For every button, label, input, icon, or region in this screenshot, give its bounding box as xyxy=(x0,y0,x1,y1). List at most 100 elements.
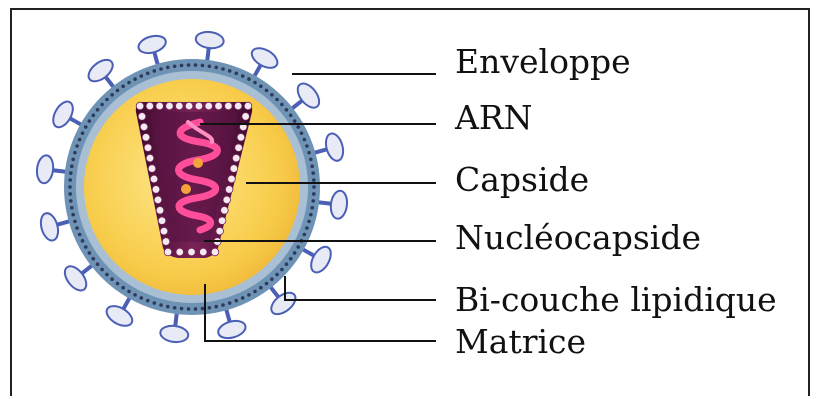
lipid-head xyxy=(127,290,131,294)
lipid-head xyxy=(68,185,72,189)
lipid-head xyxy=(71,158,75,162)
capsid-protein-bead xyxy=(225,186,233,194)
lipid-head xyxy=(289,257,293,261)
glycoprotein-spike xyxy=(85,56,117,88)
lipid-head xyxy=(285,108,289,112)
lipid-head xyxy=(187,307,191,311)
lipid-head xyxy=(247,293,251,297)
lipid-head xyxy=(311,199,315,203)
lipid-head xyxy=(221,303,225,307)
lipid-head xyxy=(84,125,88,129)
capsid-protein-bead xyxy=(185,102,193,110)
lipid-head xyxy=(159,67,163,71)
lipid-head xyxy=(208,306,212,310)
lipid-head xyxy=(259,84,263,88)
lipid-head xyxy=(296,245,300,249)
lipid-head xyxy=(307,151,311,155)
lipid-head xyxy=(173,64,177,68)
capsid-protein-bead xyxy=(242,113,250,121)
lipid-head xyxy=(110,277,114,281)
lipid-head xyxy=(312,185,316,189)
capsid-protein-bead xyxy=(221,206,229,214)
lipid-head xyxy=(105,98,109,102)
capsid-protein-bead xyxy=(162,238,170,246)
lipid-head xyxy=(88,251,92,255)
capsid-protein-bead xyxy=(205,102,213,110)
lipid-head xyxy=(70,206,74,210)
capsid-protein-bead xyxy=(225,102,233,110)
lipid-head xyxy=(253,290,257,294)
lipid-head xyxy=(78,233,82,237)
lipid-head xyxy=(280,103,284,107)
lipid-head xyxy=(75,144,79,148)
label-capside: Capside xyxy=(455,163,589,196)
lipid-head xyxy=(140,296,144,300)
lipid-head xyxy=(110,93,114,97)
lipid-head xyxy=(311,171,315,175)
lipid-head xyxy=(247,77,251,81)
capsid-protein-bead xyxy=(164,248,172,256)
capsid-protein-bead xyxy=(234,102,242,110)
lipid-head xyxy=(221,67,225,71)
capsid-protein-bead xyxy=(152,186,160,194)
lipid-head xyxy=(166,305,170,309)
capsid-protein-bead xyxy=(199,248,207,256)
glycoprotein-spike xyxy=(49,98,82,130)
lipid-head xyxy=(310,206,314,210)
capsid-protein-bead xyxy=(223,196,231,204)
lipid-head xyxy=(78,138,82,142)
label-matrice: Matrice xyxy=(455,325,586,358)
capsid-protein-bead xyxy=(215,102,223,110)
lipid-head xyxy=(159,303,163,307)
lipid-head xyxy=(81,239,85,243)
lipid-head xyxy=(88,119,92,123)
capsid-protein-bead xyxy=(216,227,224,235)
lipid-head xyxy=(280,268,284,272)
lipid-head xyxy=(265,89,269,93)
capsid-protein-bead xyxy=(150,175,158,183)
capsid-protein-bead xyxy=(156,102,164,110)
capsid-protein-bead xyxy=(230,165,238,173)
glycoprotein-spike xyxy=(38,211,71,242)
lipid-head xyxy=(303,138,307,142)
lipid-head xyxy=(100,268,104,272)
lipid-head xyxy=(234,72,238,76)
lipid-head xyxy=(253,81,257,85)
capsid-protein-bead xyxy=(146,154,154,162)
protein-dot xyxy=(193,158,203,168)
lipid-head xyxy=(127,81,131,85)
lipid-head xyxy=(96,108,100,112)
lipid-head xyxy=(116,282,120,286)
lipid-head xyxy=(68,192,72,196)
glycoprotein-spike xyxy=(137,33,168,66)
label-nucleocapside: Nucléocapside xyxy=(455,221,701,254)
capsid-protein-bead xyxy=(232,154,240,162)
lipid-head xyxy=(270,277,274,281)
lipid-head xyxy=(312,178,316,182)
lipid-head xyxy=(214,305,218,309)
lipid-head xyxy=(241,296,245,300)
lipid-head xyxy=(305,144,309,148)
lipid-head xyxy=(208,64,212,68)
lipid-head xyxy=(303,233,307,237)
label-bicouche-lipidique: Bi-couche lipidique xyxy=(455,283,777,316)
lipid-head xyxy=(293,251,297,255)
lipid-head xyxy=(275,98,279,102)
glycoprotein-spike xyxy=(61,262,93,294)
lipid-head xyxy=(70,164,74,168)
lipid-head xyxy=(241,74,245,78)
lipid-head xyxy=(180,64,184,68)
lipid-head xyxy=(71,213,75,217)
lipid-head xyxy=(234,299,238,303)
lipid-head xyxy=(91,113,95,117)
capsid-protein-bead xyxy=(244,102,252,110)
lipid-head xyxy=(194,63,198,67)
lipid-head xyxy=(180,307,184,311)
lipid-head xyxy=(105,273,109,277)
leader-line-bicouche xyxy=(285,276,436,300)
lipid-head xyxy=(194,307,198,311)
label-enveloppe: Enveloppe xyxy=(455,45,631,78)
lipid-head xyxy=(146,72,150,76)
lipid-head xyxy=(121,84,125,88)
